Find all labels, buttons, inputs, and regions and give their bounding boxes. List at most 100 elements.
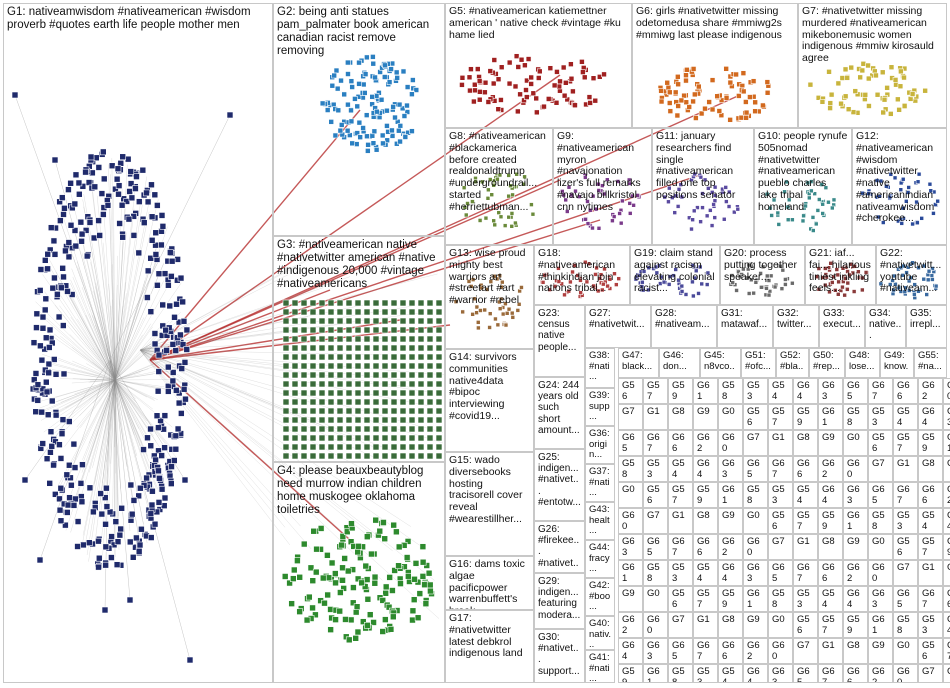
small-group-cell: G67 [893, 482, 918, 508]
small-group-label: G58 [722, 381, 739, 402]
group-label-g22: G22: #nativetwitt... youtube #nativeam..… [880, 248, 943, 295]
group-panel-g36: G36: origin... [585, 426, 615, 464]
small-group-label: G67 [897, 485, 914, 506]
small-group-cell: G59 [818, 508, 843, 534]
group-panel-g35: G35: irrepl... [906, 305, 947, 348]
group-panel-g28: G28: #nativeam... [651, 305, 717, 348]
small-group-cell: G65 [668, 638, 693, 664]
small-group-cell: G65 [618, 430, 643, 456]
small-group-cell: G64 [843, 586, 868, 612]
small-group-cell: G8 [668, 404, 693, 430]
small-group-cell: G66 [843, 664, 868, 683]
small-group-label: G58 [872, 511, 889, 532]
small-group-cell: G58 [868, 508, 893, 534]
small-group-cell: G54 [918, 508, 943, 534]
group-label-g30: G30: #nativet... support... [538, 632, 581, 677]
small-group-label: G64 [797, 381, 814, 402]
small-group-label: G57 [822, 615, 839, 636]
small-group-cell: G66 [893, 378, 918, 404]
small-group-cell: G67 [918, 586, 943, 612]
small-group-cell: G8 [943, 560, 950, 586]
small-group-label: G9 [697, 407, 714, 418]
small-group-cell: G7 [618, 404, 643, 430]
small-group-cell: G54 [693, 560, 718, 586]
small-group-label: G59 [697, 485, 714, 506]
group-label-g3: G3: #nativeamerican native #nativetwitte… [277, 239, 441, 291]
small-group-cell: G62 [943, 482, 950, 508]
small-group-label: G63 [822, 381, 839, 402]
small-group-label: G63 [647, 641, 664, 662]
small-group-cell: G67 [643, 430, 668, 456]
small-group-label: G60 [897, 667, 914, 683]
group-label-g51: G51: #ofc... [745, 351, 772, 372]
small-group-cell: G9 [693, 404, 718, 430]
small-group-cell: G9 [843, 534, 868, 560]
small-group-label: G66 [922, 485, 939, 506]
small-group-cell: G60 [893, 664, 918, 683]
small-group-cell: G62 [818, 456, 843, 482]
small-group-label: G53 [672, 563, 689, 584]
group-panel-g31: G31: matawaf... [717, 305, 773, 348]
small-group-label: G61 [872, 615, 889, 636]
small-group-label: G53 [697, 667, 714, 683]
small-group-cell: G65 [793, 664, 818, 683]
small-group-cell: G9 [743, 612, 768, 638]
small-group-label: G56 [897, 537, 914, 558]
small-group-label: G61 [622, 563, 639, 584]
small-group-cell: G65 [768, 560, 793, 586]
group-panel-g44: G44: fracy... [585, 540, 615, 578]
group-panel-g6: G6: girls #nativetwitter missing odetome… [632, 3, 798, 128]
small-group-label: G65 [747, 459, 764, 480]
small-group-cell: G63 [743, 560, 768, 586]
small-group-label: G59 [847, 615, 864, 636]
small-group-label: G1 [922, 563, 939, 574]
small-group-cell: G7 [643, 508, 668, 534]
small-group-cell: G57 [768, 404, 793, 430]
group-label-g7: G7: #nativetwitter missing murdered #nat… [802, 6, 943, 65]
small-group-label: G66 [697, 537, 714, 558]
small-group-cell: G64 [618, 638, 643, 664]
small-group-cell: G8 [818, 534, 843, 560]
small-group-label: G58 [672, 667, 689, 683]
small-group-label: G7 [872, 459, 889, 470]
small-group-cell: G53 [793, 586, 818, 612]
small-group-cell: G57 [693, 586, 718, 612]
small-group-cell: G61 [843, 508, 868, 534]
group-panel-g15: G15: wado diversebooks hosting tracisore… [445, 452, 534, 556]
small-group-cell: G54 [718, 664, 743, 683]
small-group-cell: G7 [768, 534, 793, 560]
group-panel-g33: G33: execut... [819, 305, 865, 348]
small-group-label: G58 [847, 407, 864, 428]
small-group-label: G54 [722, 667, 739, 683]
small-group-cell: G1 [793, 534, 818, 560]
small-group-label: G61 [722, 485, 739, 506]
small-group-cell: G1 [643, 404, 668, 430]
small-group-cell: G0 [868, 534, 893, 560]
small-group-label: G7 [772, 537, 789, 548]
group-label-g32: G32: twitter... [777, 308, 815, 330]
small-group-label: G57 [772, 407, 789, 428]
group-panel-g34: G34: native... [865, 305, 906, 348]
small-group-label: G1 [647, 407, 664, 418]
small-group-cell: G53 [668, 560, 693, 586]
small-group-cell: G54 [893, 404, 918, 430]
small-group-cell: G63 [843, 482, 868, 508]
small-group-cell: G67 [818, 664, 843, 683]
small-group-cell: G7 [668, 612, 693, 638]
small-group-cell: G56 [868, 430, 893, 456]
small-group-label: G67 [822, 667, 839, 683]
group-label-g5: G5: #nativeamerican katiemettner america… [449, 6, 628, 41]
small-group-label: G65 [672, 641, 689, 662]
small-group-label: G53 [772, 485, 789, 506]
small-group-label: G58 [747, 485, 764, 506]
small-group-label: G9 [747, 615, 764, 626]
group-label-g33: G33: execut... [823, 308, 861, 330]
small-group-cell: G57 [918, 534, 943, 560]
group-label-g46: G46: don... [663, 351, 696, 372]
small-group-label: G9 [872, 641, 889, 652]
small-group-cell: G1 [818, 638, 843, 664]
small-group-label: G9 [622, 589, 639, 600]
small-group-cell: G0 [643, 586, 668, 612]
small-group-cell: G63 [618, 534, 643, 560]
small-group-cell: G61 [868, 612, 893, 638]
